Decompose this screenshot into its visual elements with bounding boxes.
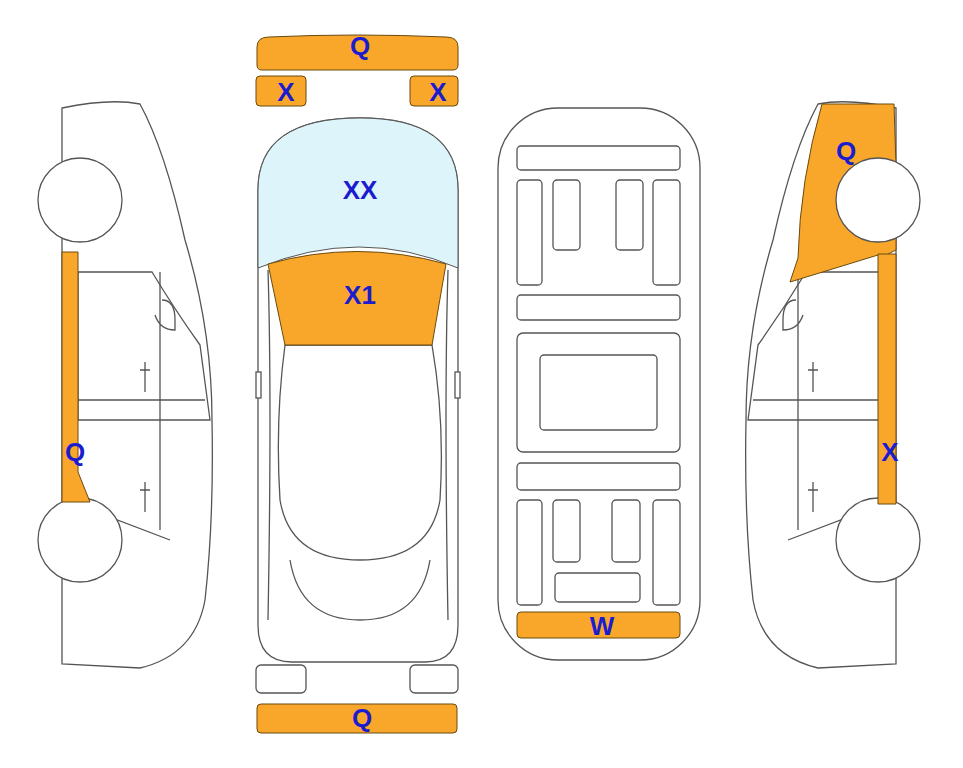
wheel <box>836 498 920 582</box>
damage-code: XX <box>343 177 378 203</box>
damage-code: X <box>429 79 446 105</box>
damage-code: X <box>277 79 294 105</box>
roof-line <box>278 345 441 560</box>
damage-panel: X <box>874 250 904 506</box>
tail-light <box>256 665 306 693</box>
window-line <box>748 272 880 420</box>
damage-code: X1 <box>344 282 376 308</box>
frame-part <box>517 333 680 452</box>
damage-code: Q <box>352 705 372 731</box>
panel-fill <box>517 612 680 638</box>
wheel <box>836 158 920 242</box>
top-view-car <box>256 118 460 693</box>
tail-light <box>410 665 458 693</box>
frame-part <box>555 573 640 602</box>
damage-panel: Q <box>257 704 457 733</box>
damage-panel: X <box>410 76 458 106</box>
panel-fill <box>257 704 457 733</box>
damage-code: Q <box>350 33 370 59</box>
frame-part <box>653 180 680 285</box>
right-side-car <box>746 102 920 668</box>
left-side-car <box>38 102 212 668</box>
mirror <box>455 372 460 398</box>
damage-code: X <box>881 439 898 465</box>
wheel <box>38 498 122 582</box>
damage-code: Q <box>836 138 856 164</box>
frame-part <box>517 295 680 320</box>
mirror <box>256 372 261 398</box>
frame-part <box>517 146 680 170</box>
wheel <box>38 158 122 242</box>
door-line <box>753 272 880 540</box>
door-handle <box>808 362 818 512</box>
panel-fill <box>258 118 458 268</box>
window-line <box>78 272 210 420</box>
frame-part <box>612 500 640 562</box>
damage-panel: X1 <box>262 243 452 345</box>
frame-part <box>517 180 542 285</box>
damage-code: Q <box>65 439 85 465</box>
panel-fill <box>268 252 446 346</box>
frame-part <box>553 180 580 250</box>
panel-shape <box>58 250 92 506</box>
damage-code: W <box>590 613 615 639</box>
underbody <box>498 108 700 660</box>
panel-fill <box>410 76 458 106</box>
frame-part <box>653 500 680 605</box>
frame-part <box>540 355 657 430</box>
panel-fill <box>62 252 90 502</box>
damage-panel: Q <box>257 37 458 70</box>
frame-part <box>553 500 580 562</box>
underside-car <box>498 108 700 660</box>
door-handle <box>140 362 150 512</box>
damage-panel: W <box>517 612 680 638</box>
panel-fill <box>878 254 896 504</box>
damage-panel: Q <box>58 250 92 506</box>
damage-panel: X <box>256 76 306 106</box>
frame-part <box>616 180 643 250</box>
panel-fill <box>256 76 306 106</box>
frame-part <box>517 463 680 490</box>
panel-shape <box>874 250 904 506</box>
panel-shape <box>788 100 924 290</box>
door-line <box>78 272 205 540</box>
car-body <box>258 118 458 662</box>
frame-part <box>517 500 542 605</box>
damage-panel: Q <box>788 100 924 290</box>
